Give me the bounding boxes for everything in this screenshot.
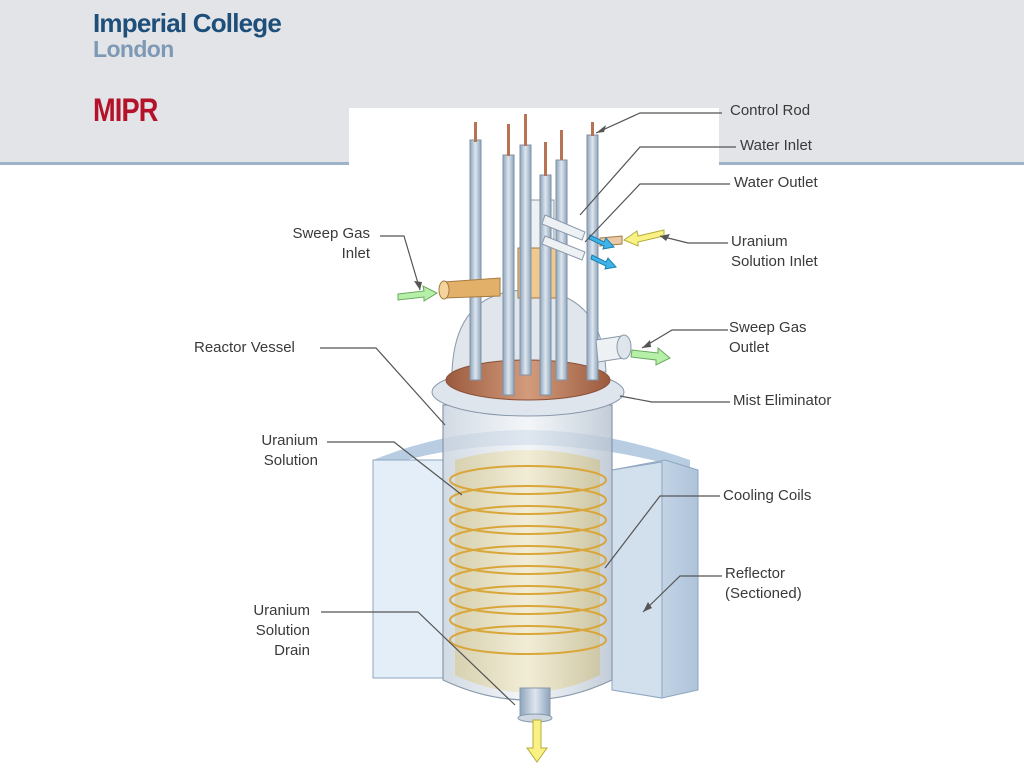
label-reactor-vessel: Reactor Vessel [194, 339, 295, 356]
flow-arrows [397, 229, 671, 763]
label-uranium-solution-drain: Uranium Solution Drain [253, 602, 310, 659]
label-uranium-solution: Uranium Solution [261, 432, 318, 469]
leader-lines [320, 112, 736, 706]
sweep-gas-inlet-arrow [397, 285, 439, 302]
water-inlet-arrow [588, 234, 615, 250]
label-sweep-gas-outlet: Sweep Gas Outlet [729, 319, 807, 356]
label-uranium-solution-inlet: Uranium Solution Inlet [731, 233, 818, 270]
leader-arrowheads [414, 125, 670, 612]
label-reflector: Reflector (Sectioned) [725, 565, 802, 602]
label-mist-eliminator: Mist Eliminator [733, 392, 832, 409]
label-water-outlet: Water Outlet [734, 174, 818, 191]
uranium-inlet-arrow [622, 229, 665, 247]
label-water-inlet: Water Inlet [740, 137, 812, 154]
sweep-gas-inlet-pipe [438, 277, 501, 300]
sweep-gas-outlet-pipe [595, 334, 632, 363]
reactor-vessel [442, 404, 613, 723]
cooling-coils [449, 465, 607, 655]
label-sweep-gas-inlet: Sweep Gas Inlet [292, 225, 370, 262]
sweep-gas-outlet-arrow [630, 346, 671, 366]
drain-arrow [526, 719, 548, 763]
diagram-backdrop [349, 108, 719, 168]
logo-london: London [93, 36, 174, 62]
water-outlet-arrow [590, 254, 617, 270]
label-control-rod: Control Rod [730, 102, 811, 119]
logo-imperial-college: Imperial College [93, 8, 282, 38]
water-pipes [541, 214, 623, 261]
slide-title: MIPR [93, 92, 158, 128]
label-cooling-coils: Cooling Coils [723, 487, 812, 504]
